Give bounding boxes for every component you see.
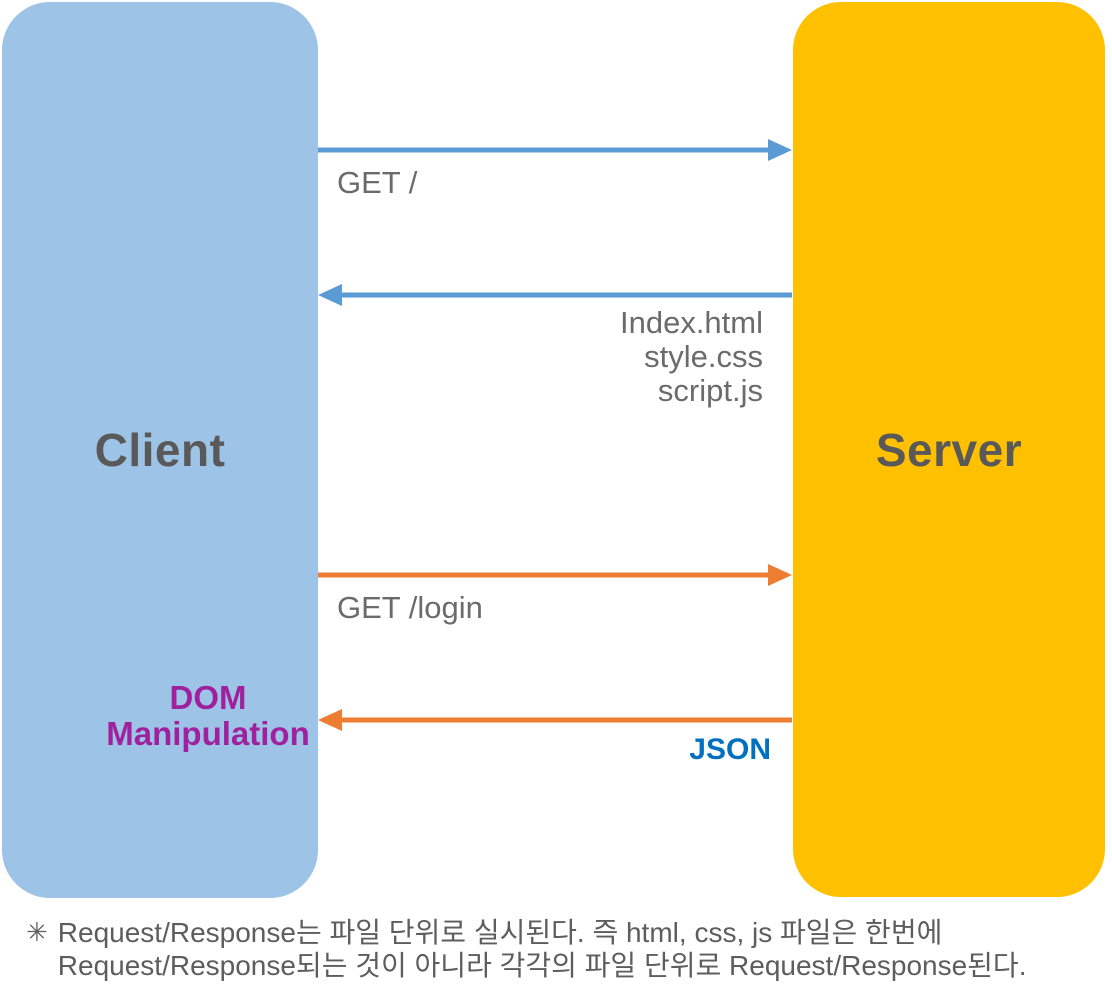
dom-manipulation-annotation: DOM Manipulation	[106, 679, 310, 752]
footnote: ✳ Request/Response는 파일 단위로 실시된다. 즉 html,…	[26, 916, 1096, 982]
request-label-get-root: GET /	[337, 165, 418, 200]
request-arrow-get-root	[318, 139, 792, 161]
response-arrow-files	[318, 284, 792, 306]
server-node-label: Server	[875, 423, 1023, 476]
request-label-get-login: GET /login	[337, 590, 483, 625]
response-label-json: JSON	[689, 733, 771, 766]
server-node: Server	[793, 2, 1105, 897]
client-node: Client	[2, 2, 318, 898]
footnote-text: Request/Response는 파일 단위로 실시된다. 즉 html, c…	[57, 917, 1027, 982]
client-node-label: Client	[94, 424, 226, 476]
response-label-files: Index.html style.css script.js	[619, 305, 763, 409]
response-arrow-json	[318, 709, 792, 731]
asterisk-icon: ✳	[26, 917, 48, 947]
request-arrow-get-login	[318, 564, 792, 586]
